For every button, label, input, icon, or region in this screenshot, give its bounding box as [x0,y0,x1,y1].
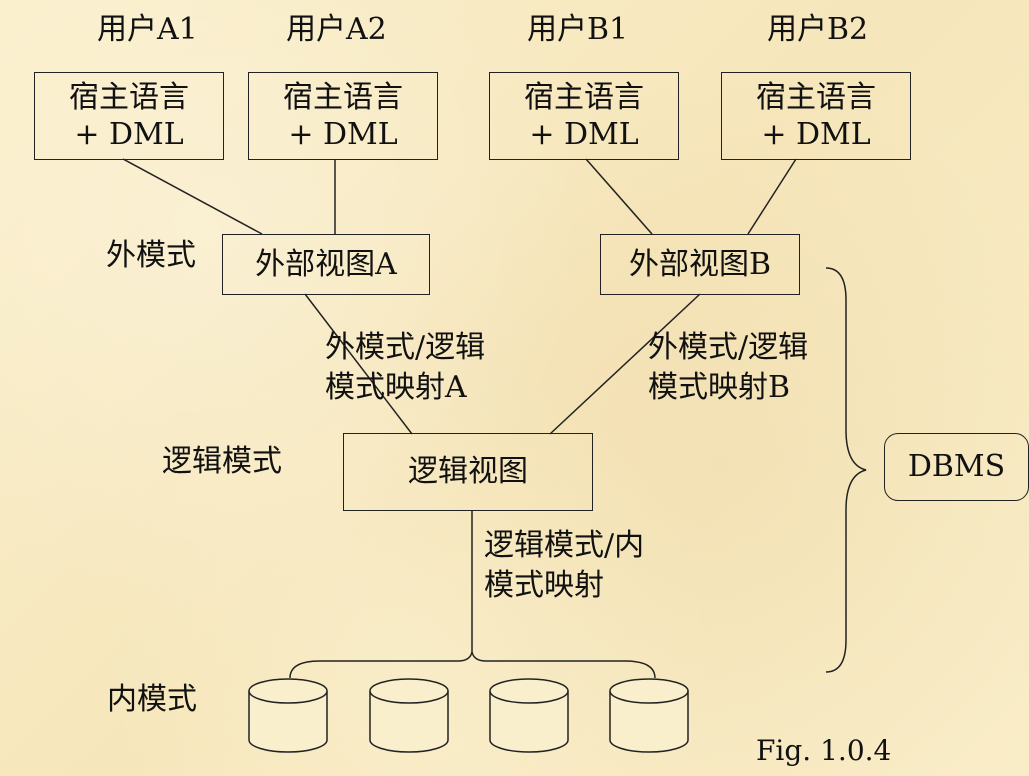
internal-schema-label: 内模式 [107,682,197,717]
external-view-b-box: 外部视图B [600,234,800,295]
logical-view-text: 逻辑视图 [408,454,528,490]
host-language-box-a1: 宿主语言 + DML [34,72,224,160]
storage-cylinder-4 [609,678,689,753]
dml-text: + DML [761,117,871,152]
dbms-brace [825,267,867,673]
host-language-text: 宿主语言 [524,79,644,115]
logical-schema-label: 逻辑模式 [162,444,282,479]
connector-b1-to-view-b [585,158,653,235]
mapping-internal-line1: 逻辑模式/内 [484,528,645,563]
storage-cylinder-1 [248,678,328,753]
mapping-a-line1: 外模式/逻辑 [325,330,486,365]
user-label-b2: 用户B2 [767,12,869,47]
host-language-text: 宿主语言 [69,79,189,115]
dml-text: + DML [288,117,398,152]
dml-text: + DML [529,117,639,152]
host-language-text: 宿主语言 [756,79,876,115]
mapping-b-line2: 模式映射B [648,370,791,405]
dbms-box: DBMS [884,433,1029,501]
storage-brace [289,651,656,679]
connector-view-b-to-logical [549,293,701,435]
host-language-box-b1: 宿主语言 + DML [489,72,679,160]
user-label-a2: 用户A2 [286,12,387,47]
external-schema-label: 外模式 [106,238,196,273]
mapping-internal-line2: 模式映射 [484,568,604,603]
logical-view-box: 逻辑视图 [343,433,593,511]
external-view-a-text: 外部视图A [255,246,397,282]
figure-label: Fig. 1.0.4 [756,734,892,767]
external-view-a-box: 外部视图A [222,234,430,295]
host-language-box-b2: 宿主语言 + DML [721,72,911,160]
user-label-a1: 用户A1 [97,12,198,47]
host-language-text: 宿主语言 [283,79,403,115]
connector-a1-to-view-a [122,158,263,235]
mapping-a-line2: 模式映射A [325,370,467,405]
external-view-b-text: 外部视图B [628,246,772,282]
user-label-b1: 用户B1 [527,12,629,47]
mapping-b-line1: 外模式/逻辑 [648,330,809,365]
connector-b2-to-view-b [747,158,797,235]
storage-cylinder-3 [489,678,569,753]
storage-cylinder-2 [369,678,449,753]
connector-view-a-to-logical [304,293,413,435]
dml-text: + DML [74,117,184,152]
dbms-text: DBMS [907,449,1006,485]
host-language-box-a2: 宿主语言 + DML [248,72,438,160]
